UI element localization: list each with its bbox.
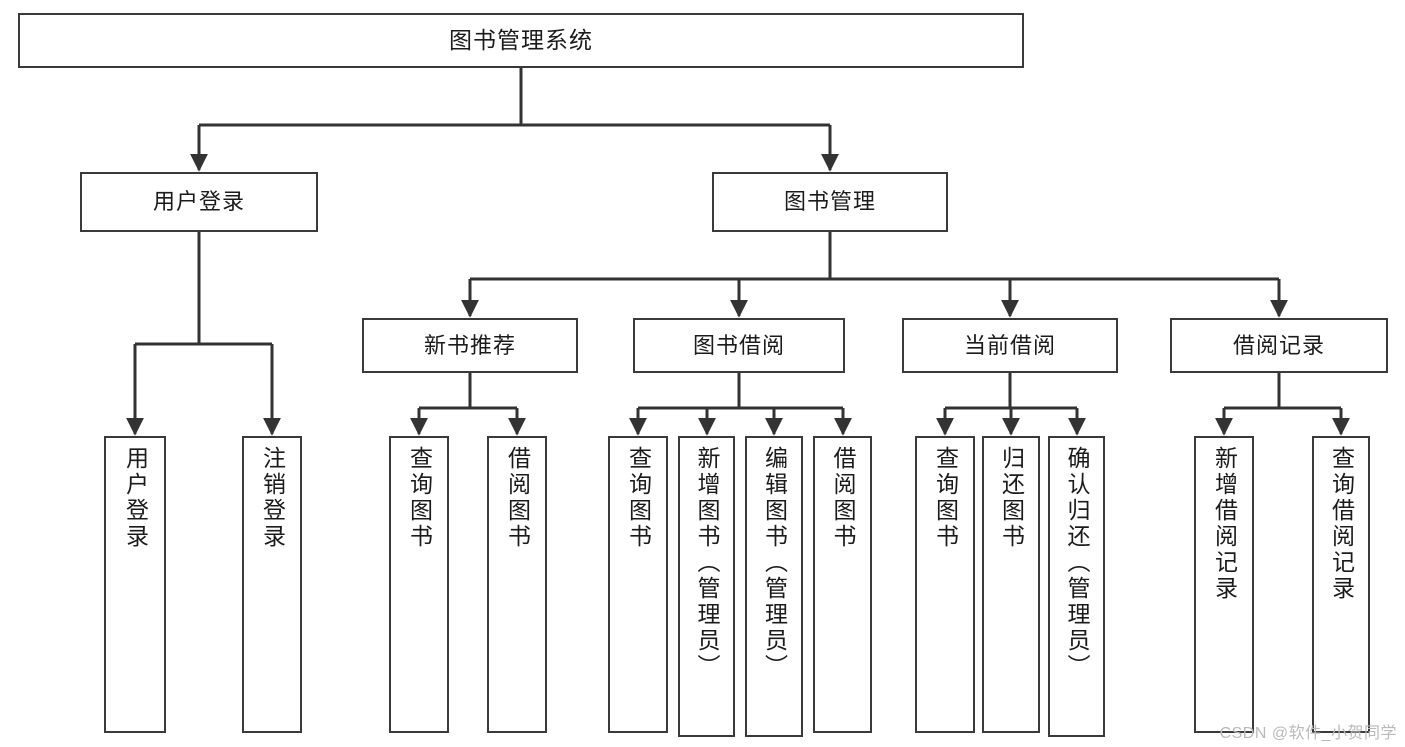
node-label: 注销登录 [259,446,286,550]
node-label: 查询图书 [932,446,959,550]
node-label: 新增图书（管理员） [694,446,720,680]
node-leaf-user-logout[interactable]: 注销登录 [242,436,302,733]
node-label: 当前借阅 [963,332,1056,358]
node-user-login[interactable]: 用户登录 [80,172,318,232]
node-current-borrow[interactable]: 当前借阅 [902,318,1118,373]
node-label: 新书推荐 [423,332,516,358]
node-label: 借阅图书 [830,446,856,550]
node-borrow-record[interactable]: 借阅记录 [1170,318,1388,373]
node-label: 图书借阅 [692,332,785,358]
node-label: 图书管理系统 [449,26,593,53]
node-book-manage[interactable]: 图书管理 [712,172,948,232]
node-label: 查询图书 [406,446,433,550]
node-label: 新增借阅记录 [1211,446,1238,602]
node-leaf-rec-query-book[interactable]: 查询图书 [389,436,449,733]
node-label: 用户登录 [152,189,245,215]
node-label: 图书管理 [783,189,876,215]
node-label: 确认归还（管理员） [1064,446,1090,680]
node-label: 查询借阅记录 [1328,446,1355,602]
node-leaf-bb-query-book[interactable]: 查询图书 [608,436,668,733]
node-leaf-cb-confirm-return[interactable]: 确认归还（管理员） [1048,436,1105,737]
node-leaf-cb-query-book[interactable]: 查询图书 [915,436,975,733]
node-label: 编辑图书（管理员） [761,446,788,680]
node-leaf-bb-add-book[interactable]: 新增图书（管理员） [678,436,735,737]
node-book-borrow[interactable]: 图书借阅 [633,318,845,373]
node-leaf-br-query-record[interactable]: 查询借阅记录 [1312,436,1370,733]
node-leaf-bb-edit-book[interactable]: 编辑图书（管理员） [745,436,803,737]
node-label: 归还图书 [998,446,1025,550]
node-root[interactable]: 图书管理系统 [18,13,1024,68]
node-leaf-br-add-record[interactable]: 新增借阅记录 [1194,436,1254,733]
node-label: 借阅记录 [1232,332,1325,358]
node-leaf-cb-return-book[interactable]: 归还图书 [982,436,1040,733]
node-label: 借阅图书 [504,446,531,550]
watermark: CSDN @软件_小贺同学 [1219,725,1397,742]
node-label: 查询图书 [625,446,652,550]
node-leaf-user-login[interactable]: 用户登录 [104,436,166,733]
node-label: 用户登录 [122,446,149,550]
node-leaf-rec-borrow-book[interactable]: 借阅图书 [487,436,547,733]
node-new-book-rec[interactable]: 新书推荐 [362,318,578,373]
node-leaf-bb-borrow-book[interactable]: 借阅图书 [813,436,872,733]
